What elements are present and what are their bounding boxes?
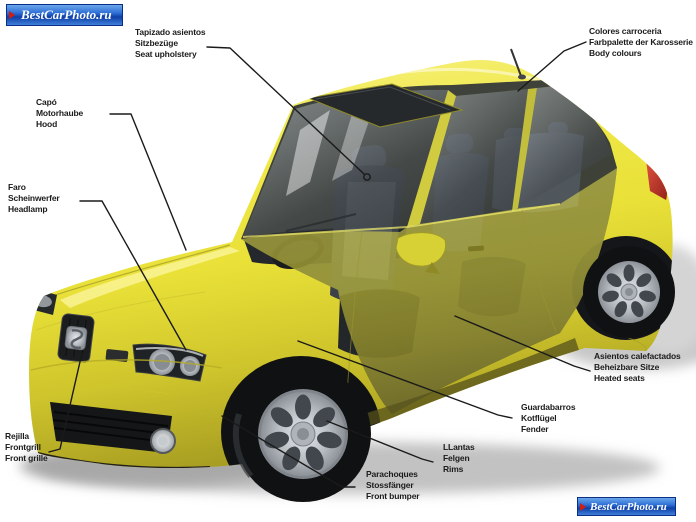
leader-front-grille <box>48 352 83 453</box>
rear-wheel <box>583 246 675 338</box>
label-de: Stossfänger <box>366 480 414 490</box>
leader-body-colours <box>517 41 587 92</box>
leader-headlamp <box>79 200 187 351</box>
tail-light <box>646 160 667 200</box>
label-de: Kotflügel <box>521 413 557 423</box>
sunroof <box>306 83 464 128</box>
label-en: Front bumper <box>366 491 420 501</box>
label-de: Felgen <box>443 453 470 463</box>
watermark-text: BestCarPhoto.ru <box>21 7 112 22</box>
grille <box>57 313 95 363</box>
leader-rims <box>326 420 434 463</box>
label-es: Rejilla <box>5 431 29 441</box>
watermark-arrow-icon <box>580 502 586 511</box>
windshield <box>243 89 448 237</box>
door-handle <box>468 245 485 252</box>
leader-seat-upholstery <box>206 46 365 175</box>
a-pillar <box>407 90 456 227</box>
hood-highlight <box>60 247 240 308</box>
callout-front-bumper: Parachoques Stossfänger Front bumper <box>366 469 420 502</box>
callout-body-colours: Colores carroceria Farbpalette der Karos… <box>589 26 693 59</box>
label-en: Body colours <box>589 48 642 58</box>
label-es: Faro <box>8 182 26 192</box>
callout-heated-seats: Asientos calefactados Beheizbare Sitze H… <box>594 351 681 384</box>
door-mirror <box>395 232 447 267</box>
b-pillar <box>512 88 537 211</box>
callout-fender: Guardabarros Kotflügel Fender <box>521 402 576 435</box>
label-de: Frontgrill <box>5 442 41 452</box>
quarter-window <box>517 86 612 208</box>
label-es: Asientos calefactados <box>594 351 681 361</box>
label-es: Parachoques <box>366 469 418 479</box>
wiper <box>285 213 357 232</box>
door-window <box>419 89 528 224</box>
leader-hood <box>109 113 187 251</box>
label-en: Headlamp <box>8 204 48 214</box>
callout-front-grille: Rejilla Frontgrill Front grille <box>5 431 48 464</box>
label-en: Hood <box>36 119 58 129</box>
label-en: Rims <box>443 464 464 474</box>
callout-hood: Capó Motorhaube Hood <box>36 97 83 130</box>
label-de: Scheinwerfer <box>8 193 60 203</box>
translucent-body-panel <box>241 168 617 414</box>
label-en: Heated seats <box>594 373 645 383</box>
leader-front-bumper <box>221 415 356 488</box>
callout-headlamp: Faro Scheinwerfer Headlamp <box>8 182 60 215</box>
leader-seat-upholstery-marker <box>363 173 371 181</box>
watermark-bottom-right: BestCarPhoto.ru <box>577 497 676 516</box>
watermark-top-left: BestCarPhoto.ru <box>6 4 123 26</box>
bumper-lip <box>38 452 210 469</box>
watermark-text: BestCarPhoto.ru <box>590 500 667 513</box>
label-en: Front grille <box>5 453 48 463</box>
label-de: Sitzbezüge <box>135 38 178 48</box>
label-de: Farbpalette der Karosserie <box>589 37 693 47</box>
leader-fender <box>297 340 513 419</box>
front-wheel <box>232 366 371 502</box>
label-es: LLantas <box>443 442 475 452</box>
callout-rims: LLantas Felgen Rims <box>443 442 475 475</box>
label-en: Seat upholstery <box>135 49 197 59</box>
watermark-arrow-icon <box>9 11 15 19</box>
label-es: Tapizado asientos <box>135 27 206 37</box>
headlamp <box>132 343 207 382</box>
model-badge <box>105 349 129 362</box>
label-es: Colores carroceria <box>589 26 662 36</box>
antenna <box>510 48 522 77</box>
leader-heated-seats <box>454 315 591 372</box>
bumper-intake <box>50 402 172 453</box>
label-de: Motorhaube <box>36 108 84 118</box>
glазs <box>242 86 612 238</box>
label-en: Fender <box>521 424 549 434</box>
callout-seat-upholstery: Tapizado asientos Sitzbezüge Seat uphols… <box>135 27 206 60</box>
label-es: Guardabarros <box>521 402 576 412</box>
label-de: Beheizbare Sitze <box>594 362 660 372</box>
label-es: Capó <box>36 97 57 107</box>
